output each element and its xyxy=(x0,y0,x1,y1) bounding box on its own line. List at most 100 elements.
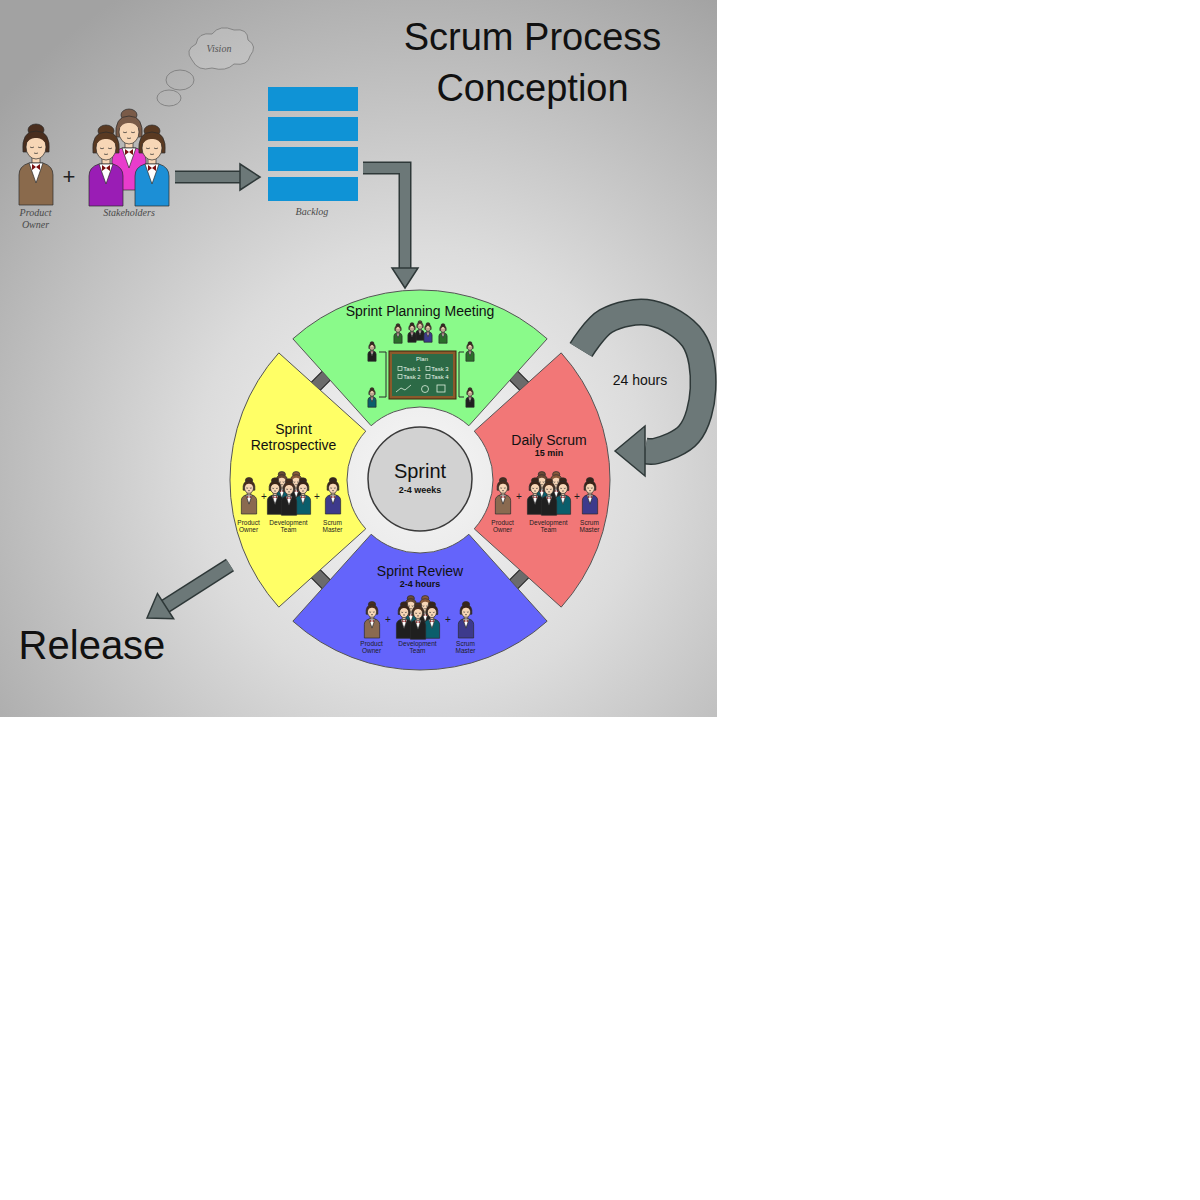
plus-sign: + xyxy=(261,491,268,503)
gray-panel xyxy=(0,0,717,717)
figure-part xyxy=(467,344,472,347)
role-caption: Scrum Master xyxy=(320,519,346,533)
plus-sign: + xyxy=(574,491,581,503)
figure-part xyxy=(440,326,445,329)
figure-part xyxy=(468,397,471,402)
figure-part xyxy=(560,488,565,491)
arrow-shaft xyxy=(363,168,405,268)
figure-part xyxy=(442,333,444,334)
cloud-shape xyxy=(189,28,254,70)
figure-part xyxy=(396,619,411,638)
figure-part xyxy=(328,482,338,487)
board-text: Task 4 xyxy=(431,374,450,381)
figure-part xyxy=(530,482,540,487)
figure-part xyxy=(469,347,472,349)
figure-part xyxy=(399,606,409,611)
figure-part xyxy=(544,483,554,488)
figure-part xyxy=(246,495,252,504)
role-caption: Development Team xyxy=(529,519,569,533)
figure-part xyxy=(370,390,375,396)
figure-part xyxy=(99,164,113,184)
figure-part xyxy=(300,495,306,504)
person-figure xyxy=(408,323,416,342)
arrow-head xyxy=(615,426,645,476)
figure-part xyxy=(500,495,506,504)
arrow-shaft-outline xyxy=(175,171,240,184)
figure-part xyxy=(19,163,53,205)
node-text: Sprint Review xyxy=(376,563,464,579)
figure-part xyxy=(458,619,473,638)
board-surface xyxy=(392,354,453,396)
figure-part xyxy=(558,482,568,487)
figure-part xyxy=(371,393,374,395)
figure-part xyxy=(325,495,340,514)
sprint-circle: Sprint2-4 weeks xyxy=(367,426,473,532)
figure-part xyxy=(118,119,140,130)
figure-part xyxy=(587,495,593,504)
edge-label: 24 hours xyxy=(612,372,668,388)
thought-bubble xyxy=(166,70,194,90)
person-figure xyxy=(325,478,340,514)
figure-part xyxy=(411,332,413,333)
figure-part xyxy=(247,496,251,499)
figure-part xyxy=(368,397,376,407)
figure-part xyxy=(370,351,373,356)
figure-part xyxy=(533,496,537,499)
figure-part xyxy=(370,397,373,402)
figure-part xyxy=(122,148,136,168)
plus-sign: + xyxy=(314,491,321,503)
figure-part xyxy=(442,329,445,331)
figure-part xyxy=(141,135,163,146)
figure-part xyxy=(429,619,435,628)
person-figure xyxy=(89,125,123,206)
person-figure xyxy=(295,478,310,514)
figure-part xyxy=(582,495,597,514)
figure-part xyxy=(558,483,567,494)
role-caption: Scrum Master xyxy=(577,519,603,533)
person-figure xyxy=(424,323,432,342)
role-caption: Product Owner xyxy=(237,519,261,533)
backlog-bar xyxy=(268,87,358,111)
figure-part xyxy=(396,326,401,332)
figure-part xyxy=(555,495,570,514)
figure-part xyxy=(427,606,437,611)
figure-part xyxy=(588,496,592,499)
node-outline xyxy=(17,124,55,206)
backlog-stack: Backlog xyxy=(268,86,359,219)
figure-part xyxy=(424,619,439,638)
figure-part xyxy=(410,620,425,639)
person-figure xyxy=(466,342,474,361)
plus-sign: + xyxy=(445,614,452,626)
circle-shape xyxy=(368,427,472,531)
figure-part xyxy=(95,135,117,146)
figure-part xyxy=(367,606,377,611)
figure-part xyxy=(468,344,473,350)
figure-part xyxy=(413,607,423,612)
stakeholders-figure: Stakeholders xyxy=(87,109,171,220)
figure-part xyxy=(145,164,159,184)
arrow-head xyxy=(392,268,418,288)
flow-arrow xyxy=(175,164,260,190)
figure-part xyxy=(394,333,402,343)
node-text: Stakeholders xyxy=(103,207,156,219)
arrow-shaft xyxy=(175,172,240,182)
arrow-shaft-outline xyxy=(363,168,405,268)
figure-part xyxy=(547,497,551,500)
figure-part xyxy=(532,495,538,504)
figure-part xyxy=(464,620,468,623)
person-figure xyxy=(424,602,439,638)
figure-part xyxy=(410,325,415,331)
figure-part xyxy=(401,619,407,628)
figure-part xyxy=(541,496,556,515)
vision-cloud: Vision xyxy=(184,24,259,73)
arrow-head xyxy=(240,164,260,190)
figure-part xyxy=(245,483,254,494)
person-figure xyxy=(466,388,474,407)
figure-part xyxy=(148,165,156,171)
figure-part xyxy=(298,483,307,494)
flow-arrow xyxy=(147,565,230,619)
figure-part xyxy=(466,397,474,407)
board-text: Plan xyxy=(415,356,429,363)
figure-part xyxy=(495,495,510,514)
